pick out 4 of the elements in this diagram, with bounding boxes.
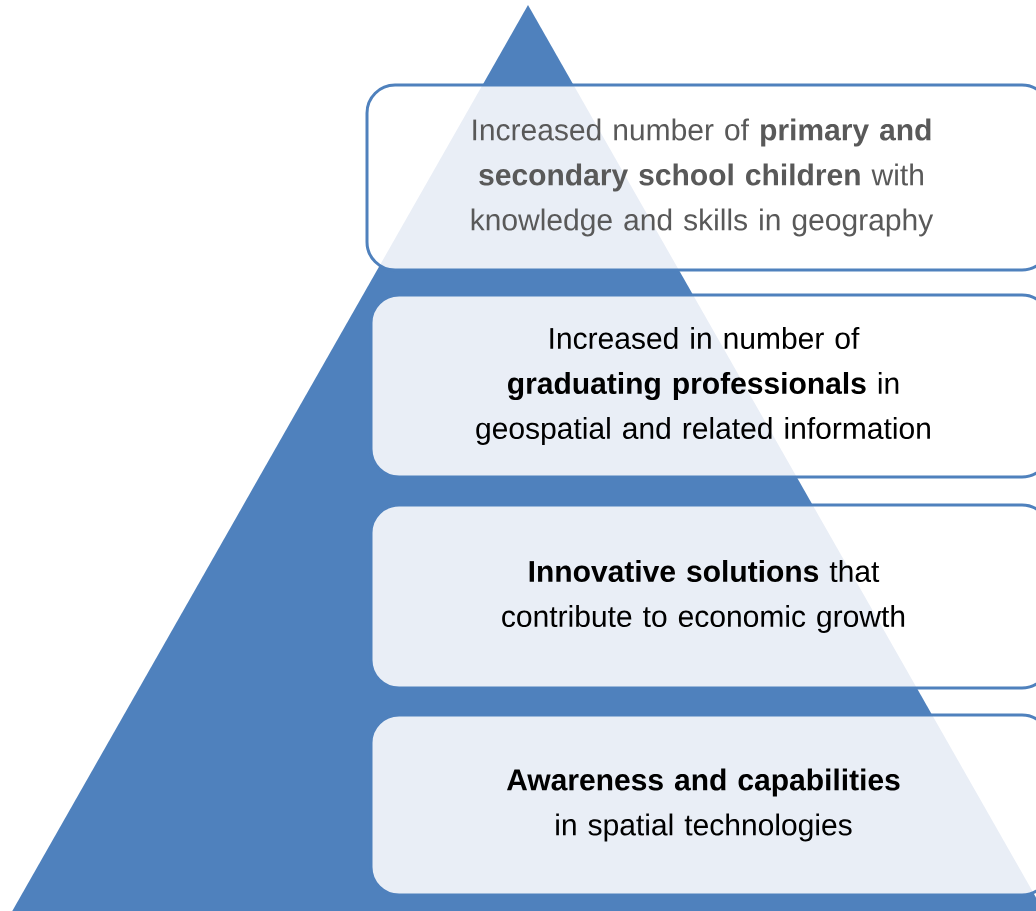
text-box: Increased in number of graduating professionals in geospatial and related information [369, 293, 1036, 479]
text-box: Increased number of primary and secondary school children with knowledge and skills in geography [365, 83, 1036, 272]
text-box: Innovative solutions that contribute to economic growth [369, 503, 1036, 690]
text-box: Awareness and capabilities in spatial technologies [369, 713, 1036, 897]
